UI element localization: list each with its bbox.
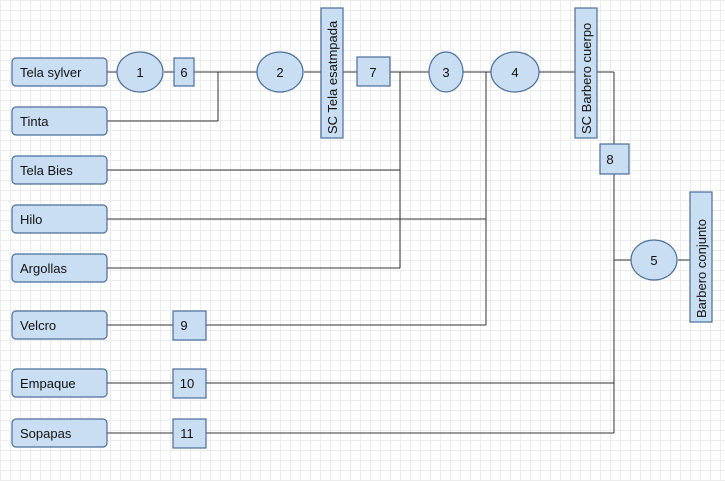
operation-label: 4 <box>511 65 518 80</box>
operation-label: 1 <box>136 65 143 80</box>
operation-5: 5 <box>630 239 678 281</box>
input-tela-sylver: Tela sylver <box>11 57 108 87</box>
subassembly-label: SC Barbero cuerpo <box>579 23 594 134</box>
input-tela-bies: Tela Bies <box>11 155 108 185</box>
inspection-11: 11 <box>172 418 207 449</box>
input-label: Sopapas <box>20 426 72 441</box>
input-hilo: Hilo <box>11 204 108 234</box>
input-label: Tela Bies <box>20 163 73 178</box>
subassembly-sc-barbero-cuerpo: SC Barbero cuerpo <box>574 7 598 139</box>
subassembly-barbero-conjunto: Barbero conjunto <box>689 191 713 323</box>
operations: 1 2 3 4 5 <box>116 51 678 281</box>
subassembly-label: SC Tela esatmpada <box>325 20 340 134</box>
input-label: Hilo <box>20 212 42 227</box>
inspection-label: 10 <box>180 376 194 391</box>
inspection-label: 11 <box>180 426 194 441</box>
input-label: Empaque <box>20 376 76 391</box>
subassemblies: SC Tela esatmpada SC Barbero cuerpo Barb… <box>320 7 713 323</box>
operation-3: 3 <box>428 51 464 93</box>
input-velcro: Velcro <box>11 310 108 340</box>
inspection-10: 10 <box>172 368 207 399</box>
inspections: 6 7 8 9 10 11 <box>172 56 630 449</box>
inspection-label: 7 <box>369 65 376 80</box>
operation-label: 2 <box>276 65 283 80</box>
connector-lines <box>107 71 690 434</box>
input-tinta: Tinta <box>11 106 108 136</box>
subassembly-sc-tela-estampada: SC Tela esatmpada <box>320 7 344 139</box>
input-label: Tela sylver <box>20 65 82 80</box>
inspection-label: 9 <box>180 318 187 333</box>
inspection-label: 8 <box>606 152 613 167</box>
input-label: Velcro <box>20 318 56 333</box>
subassembly-label: Barbero conjunto <box>694 219 709 318</box>
input-label: Argollas <box>20 261 67 276</box>
inspection-8: 8 <box>599 143 630 175</box>
operation-label: 5 <box>650 253 657 268</box>
operation-1: 1 <box>116 51 164 93</box>
operation-label: 3 <box>442 65 449 80</box>
inspection-7: 7 <box>356 56 391 87</box>
input-materials: Tela sylver Tinta Tela Bies Hilo Argolla… <box>11 57 108 448</box>
inspection-6: 6 <box>173 57 195 87</box>
input-sopapas: Sopapas <box>11 418 108 448</box>
input-empaque: Empaque <box>11 368 108 398</box>
operation-4: 4 <box>490 51 540 93</box>
input-label: Tinta <box>20 114 49 129</box>
input-argollas: Argollas <box>11 253 108 283</box>
inspection-9: 9 <box>172 310 207 341</box>
inspection-label: 6 <box>180 65 187 80</box>
operation-2: 2 <box>256 51 304 93</box>
